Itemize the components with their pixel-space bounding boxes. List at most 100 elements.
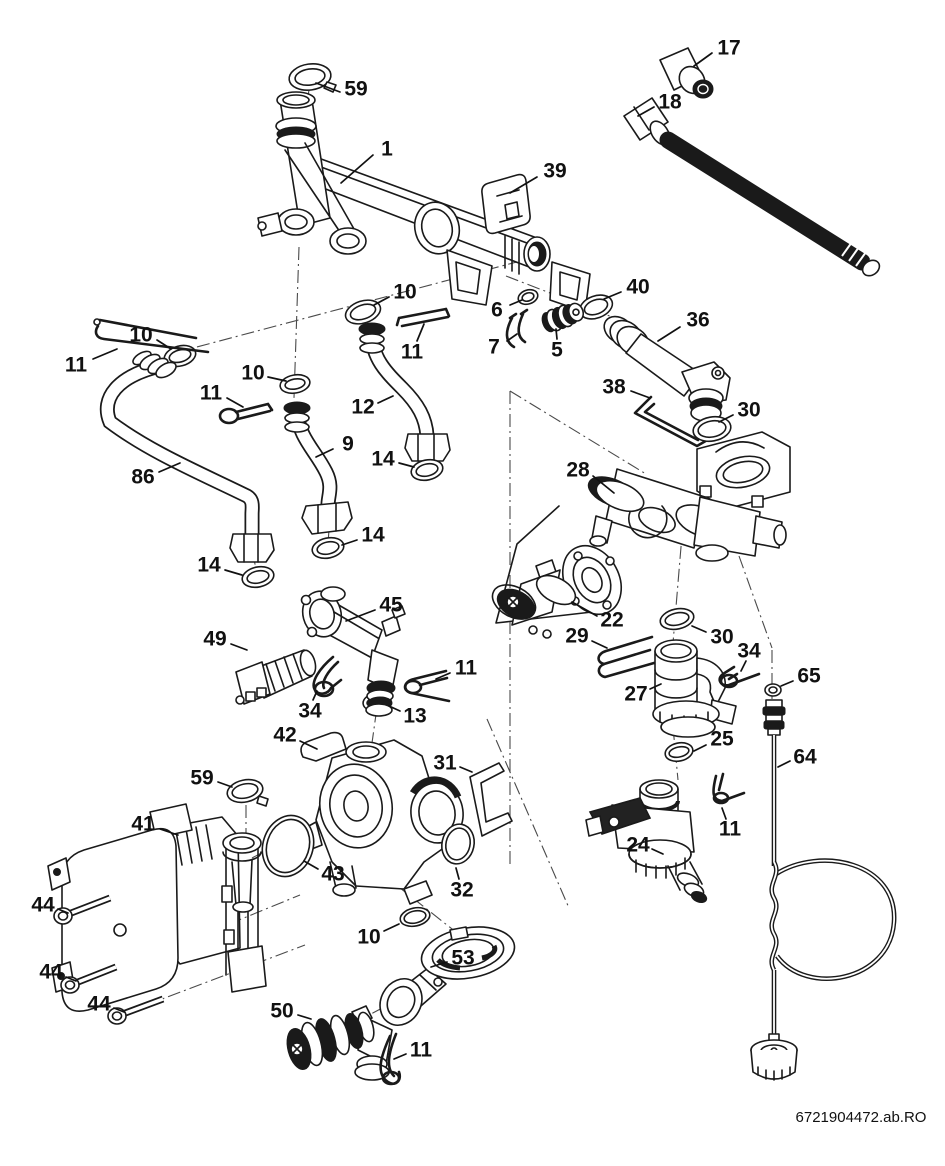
part-29-clip [597, 635, 656, 679]
callout-leader-line [721, 807, 727, 820]
callout-leader-line [691, 625, 707, 633]
callout-number: 18 [658, 91, 682, 114]
callout-number: 14 [197, 554, 221, 577]
callout-14-20: 14 [371, 448, 415, 471]
callout-number: 11 [455, 657, 478, 680]
parts-artwork [47, 47, 897, 1086]
callout-number: 10 [393, 281, 416, 304]
callout-number: 30 [737, 399, 760, 422]
callout-number: 34 [737, 640, 761, 663]
part-14-gasket [241, 458, 444, 589]
callout-number: 1 [381, 138, 393, 161]
callout-leader-line [777, 760, 791, 768]
callout-leader-line [591, 640, 608, 649]
footer-document-code: 6721904472.ab.RO [796, 1109, 927, 1126]
callout-10-6: 10 [373, 281, 417, 306]
part-53-elbow-housing [379, 926, 516, 1026]
callout-32-46: 32 [450, 867, 474, 902]
callout-leader-line [57, 908, 69, 914]
part-40-oring [578, 294, 614, 320]
callout-29-28: 29 [565, 625, 608, 649]
callout-34-30: 34 [737, 640, 761, 672]
callout-number: 49 [203, 628, 226, 651]
callout-number: 7 [488, 336, 500, 359]
callout-leader-line [435, 672, 451, 680]
part-45-valve [300, 586, 406, 717]
callout-12-18: 12 [351, 395, 394, 419]
callout-11-13: 11 [65, 348, 118, 377]
part-64-capillary [750, 699, 897, 1081]
callout-number: 28 [566, 459, 590, 482]
callout-22-26: 22 [571, 601, 624, 632]
callout-13-34: 13 [388, 705, 427, 728]
part-12-pipe [358, 322, 451, 462]
part-36-elbow-pipe [603, 315, 731, 422]
callout-number: 34 [298, 700, 322, 723]
callout-49-27: 49 [203, 628, 248, 651]
callout-39-2: 39 [509, 160, 567, 194]
callout-number: 11 [410, 1039, 433, 1062]
callout-leader-line [509, 176, 538, 194]
callout-number: 44 [39, 961, 63, 984]
part-11-clip-topleft [93, 318, 210, 354]
callout-number: 5 [551, 339, 563, 362]
part-10-oring-mid [279, 373, 311, 395]
part-59-ring-bottom [226, 778, 269, 807]
callout-42-36: 42 [273, 724, 318, 750]
callout-leader-line [571, 601, 598, 617]
callout-leader-line [315, 448, 334, 458]
callout-leader-line [455, 867, 460, 880]
callout-leader-line [603, 291, 622, 300]
callout-number: 40 [626, 276, 649, 299]
callout-leader-line [509, 299, 523, 306]
callout-leader-line [393, 1053, 407, 1060]
part-10-oring [344, 299, 382, 325]
part-30-oring-mid [659, 607, 695, 631]
part-24-valve [585, 779, 708, 904]
callout-leader-line [299, 740, 318, 750]
part-11-clip-right [712, 772, 746, 805]
part-86-pipe [99, 350, 275, 563]
callout-leader-line [217, 781, 233, 788]
callout-leader-line [303, 860, 319, 870]
callout-leader-line [388, 705, 401, 712]
callout-leader-line [506, 333, 518, 342]
callout-number: 59 [190, 767, 213, 790]
callout-11-31: 11 [435, 657, 478, 680]
callout-number: 17 [717, 37, 740, 60]
part-49-sensor [235, 649, 317, 705]
callout-11-42: 11 [719, 807, 741, 841]
callout-leader-line [315, 82, 341, 93]
callout-45-25: 45 [345, 594, 403, 622]
callout-number: 42 [273, 724, 296, 747]
callout-leader-line [459, 766, 473, 773]
callout-leader-line [159, 828, 179, 836]
part-17-fitting [659, 47, 714, 99]
callout-leader-line [340, 154, 374, 184]
callout-number: 10 [241, 362, 264, 385]
part-32-oring [441, 823, 475, 865]
callout-44-45: 44 [31, 894, 69, 917]
callout-86-22: 86 [131, 462, 181, 489]
callout-leader-line [267, 376, 287, 382]
part-22-actuator [491, 505, 623, 639]
callout-leader-line [398, 462, 415, 468]
part-50-cartridge [286, 1005, 393, 1081]
callout-number: 9 [342, 433, 354, 456]
callout-number: 86 [131, 466, 154, 489]
callout-leader-line [226, 397, 244, 408]
callout-number: 10 [357, 926, 380, 949]
callout-number: 38 [602, 376, 626, 399]
callout-24-43: 24 [626, 834, 664, 857]
callout-number: 43 [321, 863, 344, 886]
callout-11-11: 11 [401, 323, 425, 364]
part-11-clip-mid [218, 402, 274, 425]
callout-number: 14 [361, 524, 385, 547]
callout-number: 22 [600, 609, 623, 632]
part-27-elbow [652, 639, 737, 738]
part-39-clip [481, 173, 531, 235]
callout-43-44: 43 [303, 860, 345, 886]
callout-leader-line [312, 690, 318, 701]
part-11-clip-top [395, 307, 451, 328]
part-18-hose [623, 97, 881, 277]
